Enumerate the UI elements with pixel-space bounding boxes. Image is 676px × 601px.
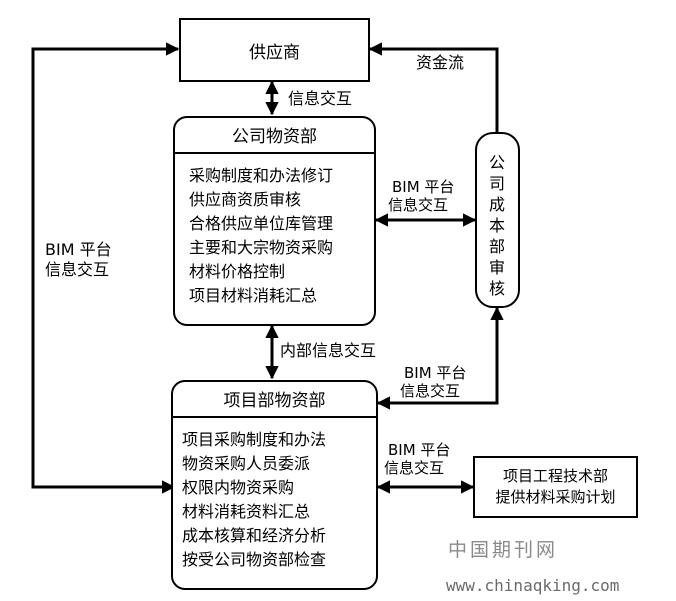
label-project-engineering-line2: 信息交互: [384, 459, 445, 477]
watermark-name: 中国期刊网: [448, 539, 559, 561]
edge-capital-flow: [368, 42, 499, 132]
node-supplier-label: 供应商: [249, 42, 300, 63]
node-project-dept-divider: [173, 416, 376, 418]
label-project-cost: BIM 平台 信息交互: [400, 364, 466, 400]
company-item: 项目材料消耗汇总: [189, 286, 318, 305]
label-left-bim-line2: 信息交互: [45, 260, 110, 279]
node-cost-audit-label: 公司成本部审核: [488, 153, 505, 298]
company-item: 采购制度和办法修订: [189, 166, 334, 185]
company-item: 材料价格控制: [189, 262, 286, 281]
project-item: 物资采购人员委派: [182, 454, 311, 473]
node-company-dept: 公司物资部 采购制度和办法修订 供应商资质审核 合格供应单位库管理 主要和大宗物…: [173, 116, 376, 326]
label-internal: 内部信息交互: [280, 341, 377, 360]
node-company-dept-title: 公司物资部: [232, 126, 317, 147]
watermark-url: www.chinaqking.com: [446, 576, 620, 595]
node-company-dept-items: 采购制度和办法修订 供应商资质审核 合格供应单位库管理 主要和大宗物资采购 材料…: [189, 164, 333, 308]
node-engineering-dept-line1: 项目工程技术部: [502, 467, 608, 485]
node-project-dept-title: 项目部物资部: [223, 390, 326, 411]
label-company-cost-line2: 信息交互: [388, 196, 449, 214]
company-item: 供应商资质审核: [189, 190, 302, 209]
label-capital-flow: 资金流: [416, 53, 465, 72]
node-company-dept-divider: [175, 152, 374, 154]
node-engineering-dept-line2: 提供材料采购计划: [495, 488, 616, 506]
label-company-cost-line1: BIM 平台: [392, 178, 455, 196]
company-item: 主要和大宗物资采购: [189, 238, 334, 257]
edge-project-cost: [376, 306, 504, 410]
project-item: 按受公司物资部检查: [182, 550, 327, 569]
label-project-cost-line2: 信息交互: [400, 382, 461, 400]
label-project-engineering-line1: BIM 平台: [388, 441, 451, 459]
project-item: 材料消耗资料汇总: [182, 502, 311, 521]
project-item: 项目采购制度和办法: [182, 430, 327, 449]
company-item: 合格供应单位库管理: [189, 214, 334, 233]
project-item: 权限内物资采购: [182, 478, 295, 497]
edge-left-bim: [31, 42, 180, 494]
label-left-bim-line1: BIM 平台: [45, 240, 112, 259]
node-project-dept-items: 项目采购制度和办法 物资采购人员委派 权限内物资采购 材料消耗资料汇总 成本核算…: [182, 428, 326, 572]
node-cost-audit: 公司成本部审核: [475, 132, 520, 308]
label-company-cost: BIM 平台 信息交互: [388, 178, 454, 214]
node-engineering-dept: 项目工程技术部 提供材料采购计划: [473, 456, 638, 518]
label-supplier-company: 信息交互: [288, 89, 353, 108]
node-supplier: 供应商: [179, 18, 370, 82]
label-left-bim: BIM 平台 信息交互: [45, 240, 112, 280]
label-project-engineering: BIM 平台 信息交互: [384, 441, 450, 477]
project-item: 成本核算和经济分析: [182, 526, 327, 545]
label-project-cost-line1: BIM 平台: [404, 364, 467, 382]
node-project-dept: 项目部物资部 项目采购制度和办法 物资采购人员委派 权限内物资采购 材料消耗资料…: [171, 380, 378, 590]
